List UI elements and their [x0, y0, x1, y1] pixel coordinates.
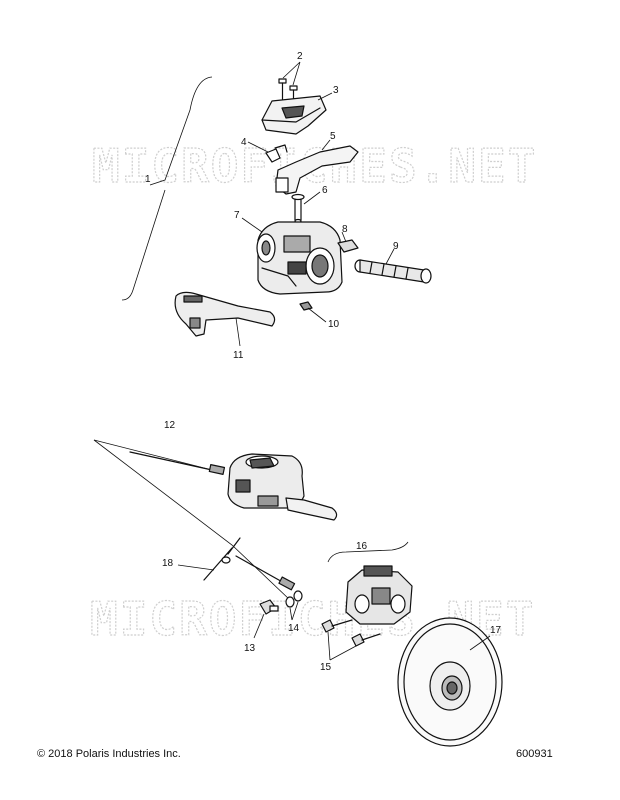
- part-13-banjo-bolt: [259, 599, 279, 615]
- callout-17: 17: [490, 625, 502, 636]
- leader-5: [321, 139, 331, 151]
- callout-13: 13: [244, 643, 256, 654]
- part-3-reservoir-cap: [261, 95, 327, 135]
- leader-18: [177, 564, 215, 571]
- part-15-caliper-bolts: [321, 619, 381, 647]
- leader-15: [327, 631, 357, 661]
- part-12-brake-line-upper: [129, 451, 226, 475]
- callout-8: 8: [342, 224, 348, 235]
- callout-1: 1: [145, 174, 151, 185]
- leader-13: [253, 613, 265, 639]
- part-18-line-clip: [203, 537, 241, 581]
- callout-labels: 1 2 3 4 5 6 7 8 9 10 11 12 13 14 15 16 1…: [145, 51, 502, 673]
- callout-18: 18: [162, 558, 174, 569]
- leader-11: [235, 317, 241, 347]
- assembly-bracket-16: [327, 541, 409, 563]
- copyright-text: © 2018 Polaris Industries Inc.: [37, 748, 181, 760]
- brake-line-lower: [235, 555, 296, 591]
- part-10-screw: [299, 301, 313, 311]
- leader-8: [341, 231, 347, 243]
- callout-10: 10: [328, 319, 340, 330]
- callout-15: 15: [320, 662, 332, 673]
- leader-2: [282, 61, 301, 86]
- callout-12: 12: [164, 420, 176, 431]
- leader-7: [241, 217, 263, 233]
- leader-12-b: [93, 439, 291, 601]
- part-7-master-cylinder-body: [256, 221, 343, 295]
- callout-3: 3: [333, 85, 339, 96]
- callout-11: 11: [233, 350, 244, 361]
- part-14-washers: [285, 590, 303, 608]
- part-6-pin: [291, 193, 305, 224]
- assembly-bracket-1: [121, 76, 213, 301]
- part-4-bracket: [265, 144, 288, 163]
- master-cylinder-assembly: [121, 61, 432, 347]
- part-5-lever-switch: [275, 145, 359, 195]
- callout-14: 14: [288, 623, 300, 634]
- part-11-brake-lever: [174, 291, 276, 337]
- leader-3: [317, 92, 333, 101]
- leader-4: [247, 141, 269, 153]
- callout-9: 9: [393, 241, 399, 252]
- brake-line-caliper-assembly: [93, 439, 503, 747]
- figure-number: 600931: [516, 748, 553, 760]
- callout-16: 16: [356, 541, 368, 552]
- master-cylinder-assembled: [227, 453, 338, 521]
- leader-17: [469, 635, 491, 651]
- callout-5: 5: [330, 131, 336, 142]
- callout-7: 7: [234, 210, 240, 221]
- leader-12-a: [93, 439, 213, 471]
- part-9-grip: [354, 259, 432, 284]
- leader-9: [385, 248, 395, 265]
- part-8-clip: [337, 239, 359, 253]
- leader-10: [307, 307, 327, 323]
- callout-4: 4: [241, 137, 247, 148]
- leader-6: [303, 191, 321, 205]
- part-16-brake-caliper: [345, 565, 413, 625]
- leader-14: [289, 601, 299, 621]
- part-17-brake-disc: [397, 617, 503, 747]
- callout-2: 2: [297, 51, 303, 62]
- callout-6: 6: [322, 185, 328, 196]
